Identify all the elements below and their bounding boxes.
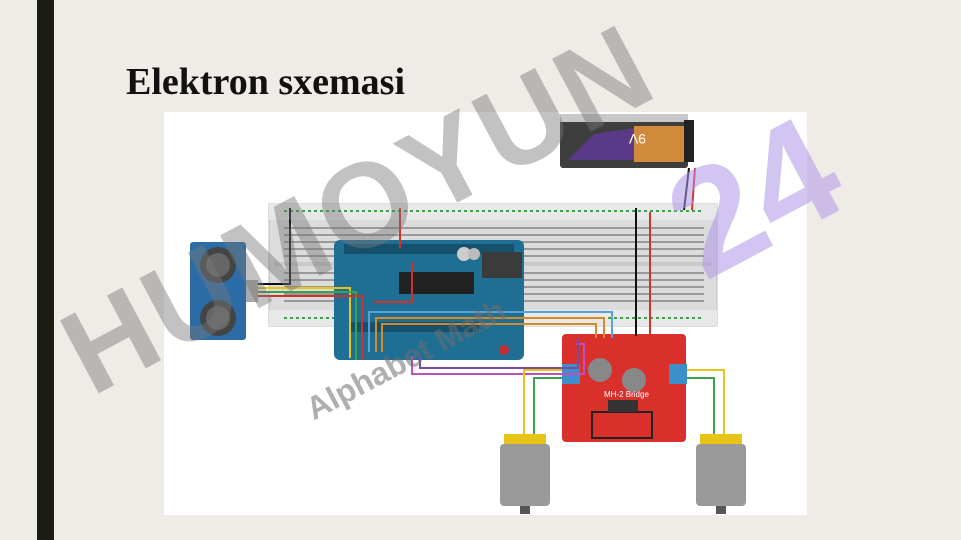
battery-9v: 9V (560, 114, 694, 168)
motor-right (696, 434, 746, 514)
side-accent-bar (37, 0, 54, 540)
motor-driver: MH-2 Bridge (562, 334, 687, 442)
circuit-diagram: 9V (190, 114, 746, 514)
slide-title: Elektron sxemasi (126, 61, 406, 103)
wires (258, 208, 725, 434)
driver-label: MH-2 Bridge (604, 390, 649, 399)
motor-left (500, 434, 550, 514)
ultrasonic-sensor (190, 242, 258, 340)
battery-label: 9V (628, 131, 646, 147)
circuit-diagram-image: 9V (164, 112, 807, 515)
